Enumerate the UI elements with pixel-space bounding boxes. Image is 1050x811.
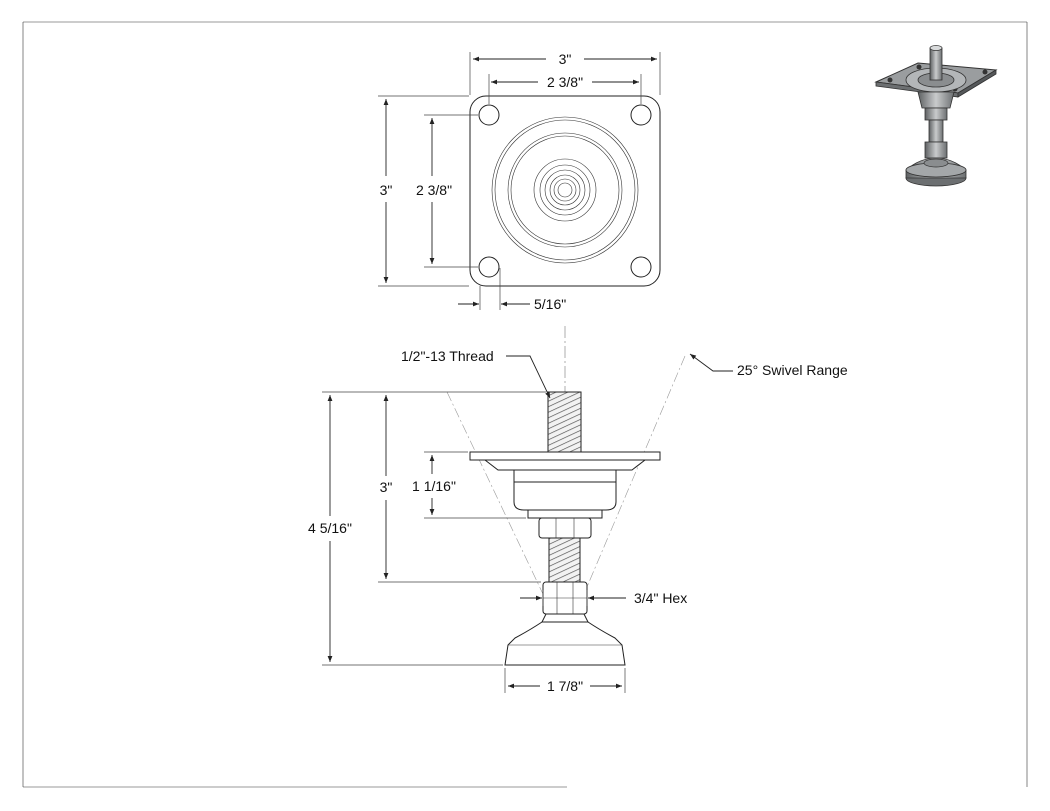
side-view-part: [469, 391, 661, 666]
thread-callout: 1/2"-13 Thread: [401, 348, 494, 364]
dim-height-label: 3": [380, 182, 393, 198]
leveling-mount-3d-icon: [874, 45, 998, 187]
dim-hole-offset-label: 5/16": [534, 296, 566, 312]
adjusting-thread: [548, 537, 581, 583]
mount-hole: [478, 104, 500, 126]
dim-width-label: 3": [559, 51, 572, 67]
dim-foot-diameter-label: 1 7/8": [547, 678, 583, 694]
swivel-callout: 25° Swivel Range: [737, 362, 848, 378]
dim-adjust-height-label: 3": [380, 479, 393, 495]
hex-callout: 3/4" Hex: [634, 590, 687, 606]
mount-hole: [630, 104, 652, 126]
leveling-foot: [504, 621, 626, 666]
top-view-plate: [469, 95, 661, 287]
dim-overall-height-label: 4 5/16": [308, 520, 352, 536]
dim-bolt-spacing-horizontal-label: 2 3/8": [547, 74, 583, 90]
mount-hole: [630, 256, 652, 278]
top-view-dimensions: [378, 52, 661, 310]
drawing-frame: [22, 21, 1028, 788]
mount-hole: [478, 256, 500, 278]
dim-bolt-spacing-vertical-label: 2 3/8": [416, 182, 452, 198]
dim-base-height-label: 1 1/16": [412, 478, 456, 494]
side-view-dimensions: [322, 353, 733, 693]
threaded-stud: [547, 391, 582, 453]
